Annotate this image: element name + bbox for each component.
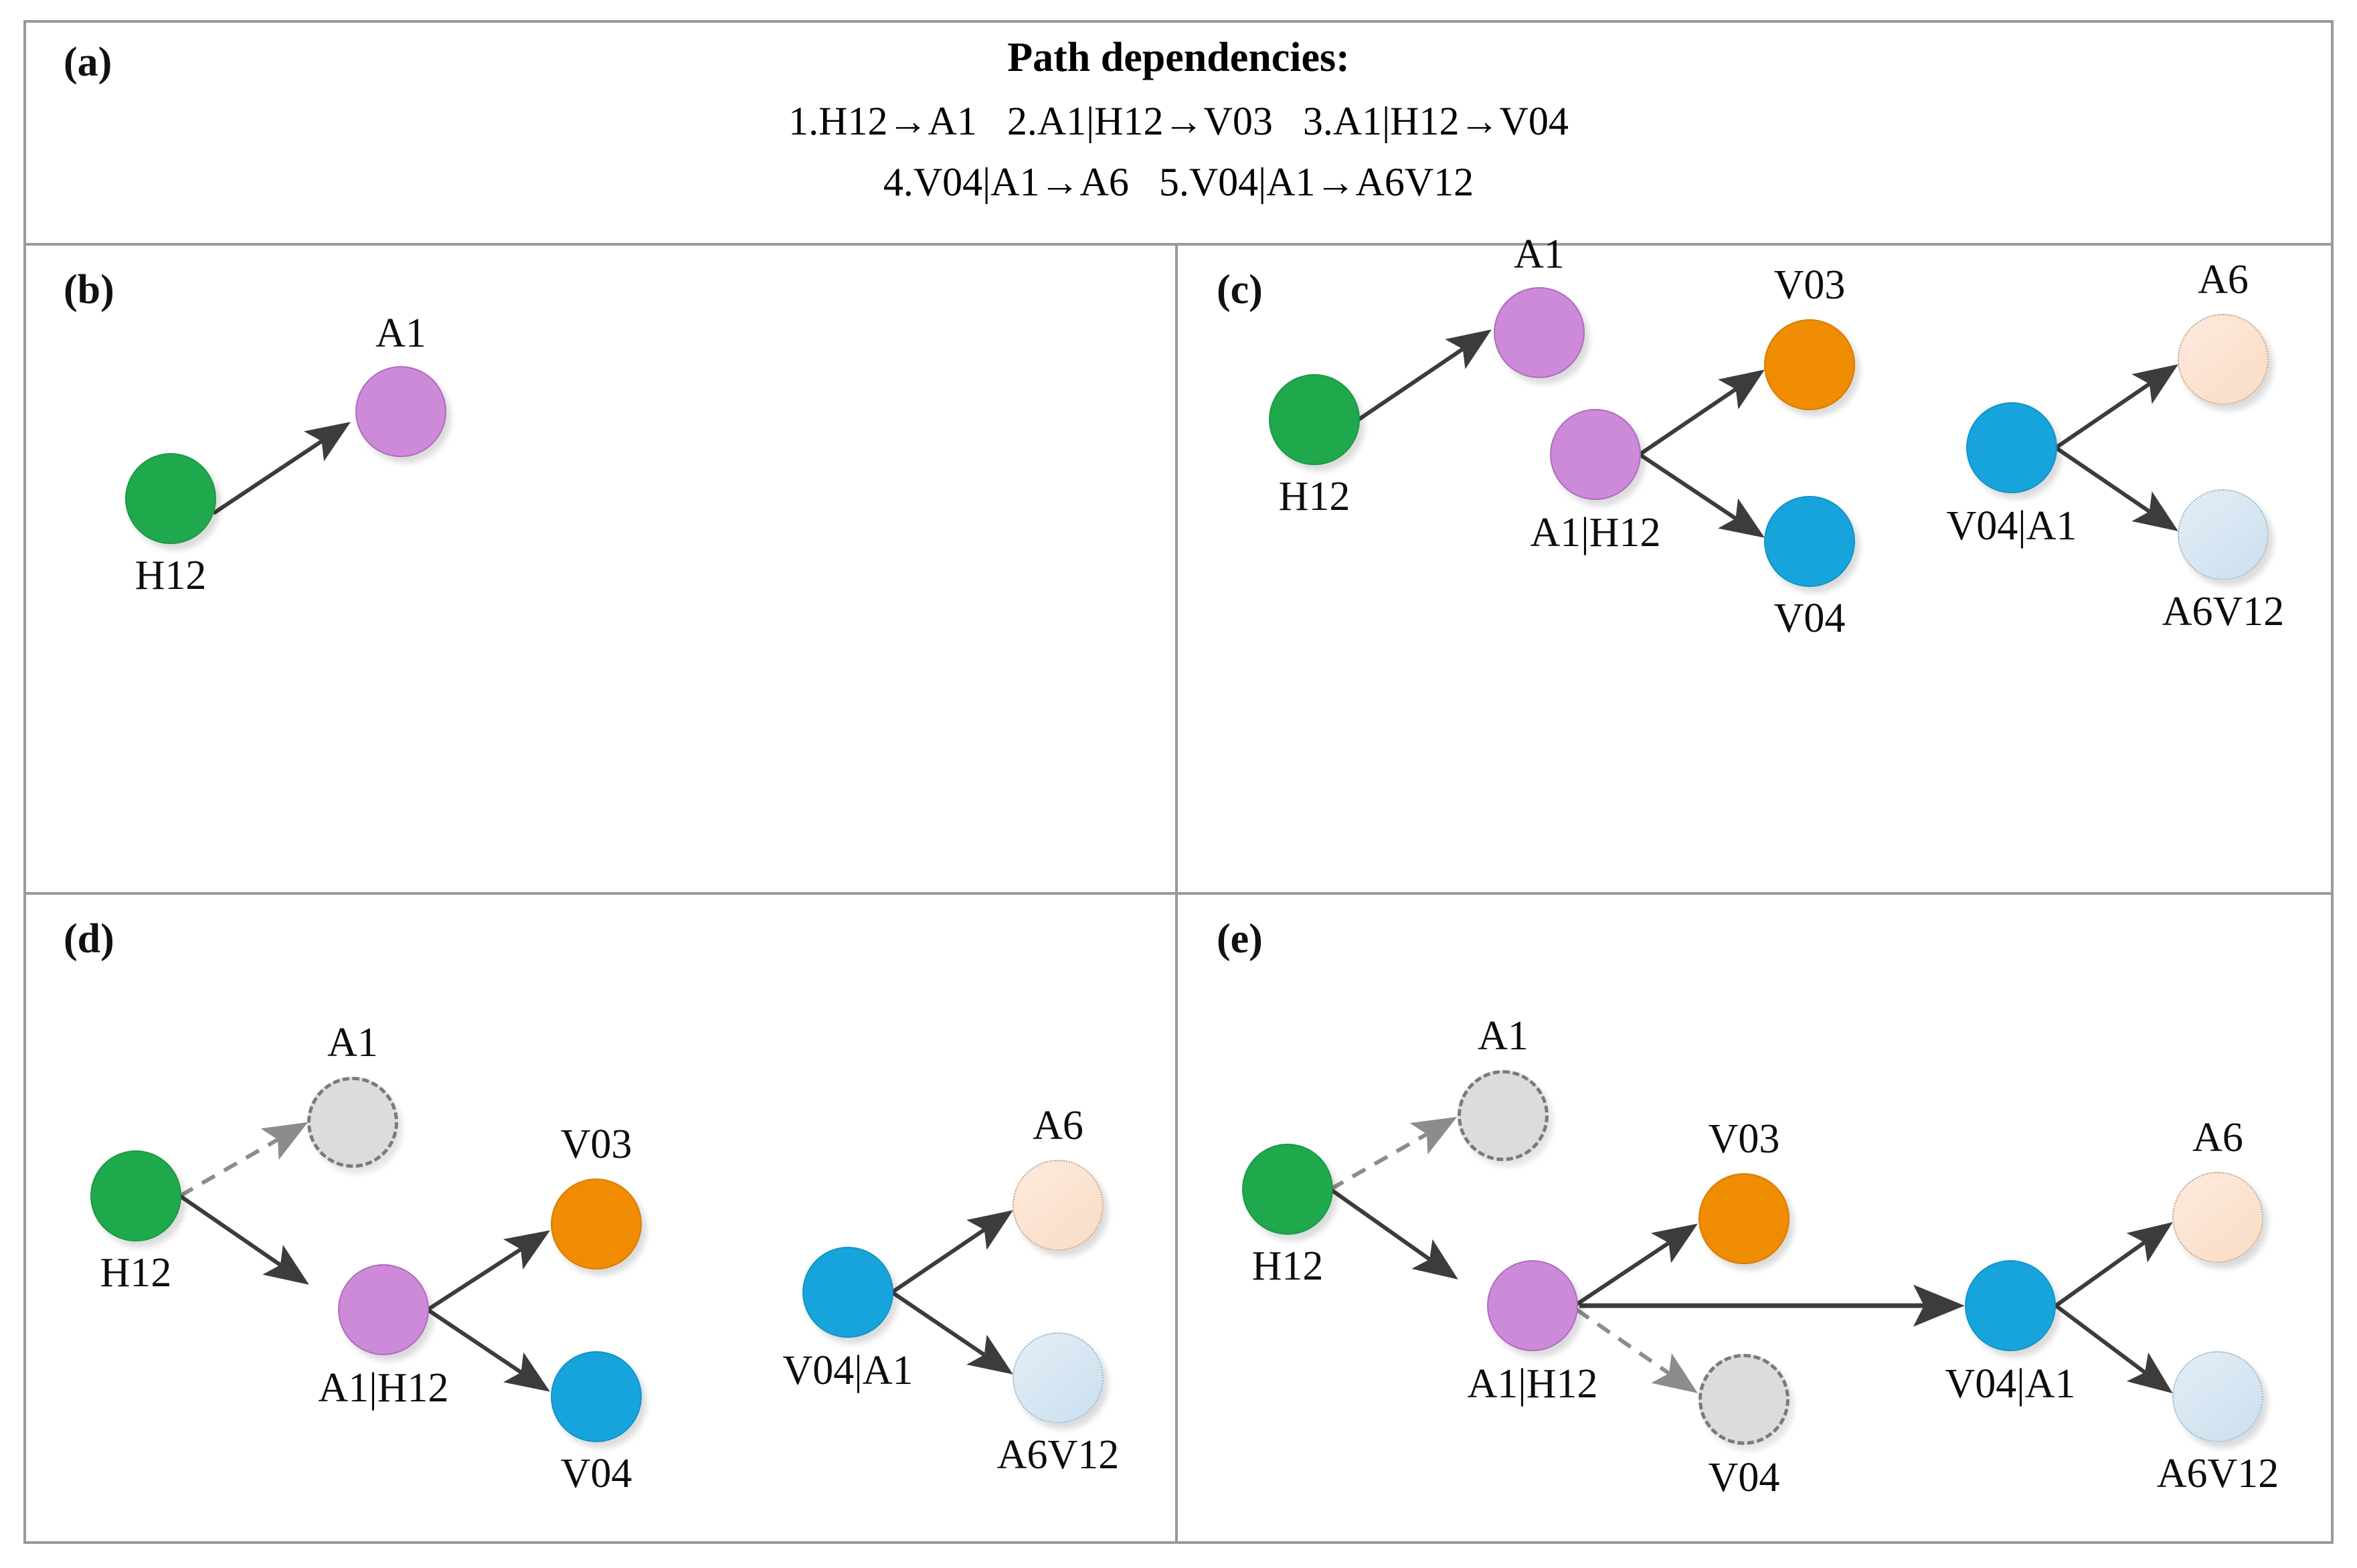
panel-b: H12 A1 <box>23 246 1175 892</box>
node-label-v04: V04 <box>1773 596 1846 641</box>
node-a1-given-h12[interactable] <box>1550 409 1641 500</box>
node-label-v04: V04 <box>1708 1455 1780 1500</box>
edge-v04a1-to-a6 <box>2055 1222 2173 1308</box>
node-label-v03: V03 <box>560 1122 632 1167</box>
node-label-h12: H12 <box>1278 474 1350 519</box>
node-a1-given-h12[interactable] <box>338 1264 429 1355</box>
edge-h12-to-a1-dashed <box>179 1122 309 1198</box>
node-label-a1-given-h12: A1|H12 <box>318 1365 449 1411</box>
panel-label-d: (d) <box>64 916 114 962</box>
node-a1[interactable] <box>1494 287 1585 378</box>
edge-h12-to-a1h12 <box>1329 1187 1458 1280</box>
node-label-v04-given-a1: V04|A1 <box>1946 503 2077 549</box>
node-v04-given-a1[interactable] <box>802 1247 893 1338</box>
node-label-h12: H12 <box>1251 1243 1324 1289</box>
node-label-a6v12: A6V12 <box>996 1432 1120 1478</box>
node-label-a1-given-h12: A1|H12 <box>1530 510 1661 555</box>
node-label-h12: H12 <box>100 1250 172 1296</box>
panel-c-edges <box>1357 329 2178 538</box>
node-v03[interactable] <box>551 1179 642 1270</box>
panel-label-a: (a) <box>64 39 112 85</box>
node-label-a1: A1 <box>1478 1013 1529 1059</box>
node-label-a6: A6 <box>1033 1103 1083 1148</box>
node-label-v04: V04 <box>560 1451 632 1496</box>
node-label-a6: A6 <box>2192 1115 2243 1160</box>
node-a1-inactive[interactable] <box>307 1077 398 1168</box>
node-v03[interactable] <box>1764 319 1855 410</box>
panel-c: H12 A1 A1|H12 V03 V04 V04|A1 A6 A6V12 <box>1178 234 2334 892</box>
edge-a1h12-to-v03 <box>426 1230 551 1312</box>
node-h12[interactable] <box>125 453 216 544</box>
node-label-a6: A6 <box>2198 257 2249 302</box>
node-a6[interactable] <box>2178 314 2269 405</box>
node-label-a6v12: A6V12 <box>2162 589 2285 634</box>
node-label-a1: A1 <box>375 311 426 356</box>
edge-a1h12-to-v03 <box>1638 369 1765 456</box>
edge-v04a1-to-a6 <box>891 1210 1013 1294</box>
node-h12[interactable] <box>90 1150 181 1241</box>
node-v04[interactable] <box>551 1351 642 1442</box>
edge-h12-to-a1 <box>1357 329 1492 422</box>
node-h12[interactable] <box>1269 374 1360 465</box>
edge-h12-to-a1h12 <box>179 1194 309 1285</box>
node-v04-given-a1[interactable] <box>1966 402 2057 493</box>
node-label-v04-given-a1: V04|A1 <box>1945 1361 2076 1407</box>
node-label-v03: V03 <box>1708 1116 1780 1162</box>
node-label-a1: A1 <box>327 1020 378 1065</box>
node-a1-given-h12[interactable] <box>1487 1260 1578 1351</box>
node-a6[interactable] <box>1013 1160 1104 1251</box>
node-label-h12: H12 <box>135 553 207 598</box>
node-v04-inactive[interactable] <box>1698 1354 1789 1445</box>
divider-column <box>1175 243 1178 1544</box>
node-label-a1: A1 <box>1514 232 1565 277</box>
node-a1-inactive[interactable] <box>1458 1070 1549 1161</box>
panel-d: H12 A1 A1|H12 V03 V04 V04|A1 A6 A6V12 <box>23 895 1175 1544</box>
panel-label-e: (e) <box>1217 916 1263 962</box>
panel-label-b: (b) <box>64 267 114 313</box>
node-v04[interactable] <box>1764 496 1855 587</box>
node-a6v12[interactable] <box>2172 1351 2263 1442</box>
node-a6v12[interactable] <box>1013 1332 1104 1423</box>
edge-a1h12-to-v03 <box>1575 1223 1698 1306</box>
node-label-v03: V03 <box>1773 262 1846 308</box>
node-label-a6v12: A6V12 <box>2156 1451 2279 1496</box>
divider-row-b-d <box>23 892 2334 895</box>
edge-h12-to-a1-dashed <box>1329 1116 1458 1191</box>
panel-e: H12 A1 A1|H12 V03 V04 V04|A1 A6 A6V12 <box>1178 895 2334 1544</box>
edge-v04a1-to-a6 <box>2055 364 2178 450</box>
edge-h12-to-a1 <box>212 422 351 515</box>
node-label-a1-given-h12: A1|H12 <box>1467 1361 1598 1407</box>
node-a6v12[interactable] <box>2178 489 2269 580</box>
node-v04-given-a1[interactable] <box>1965 1260 2056 1351</box>
node-a6[interactable] <box>2172 1172 2263 1263</box>
divider-row-a-b <box>23 243 2334 246</box>
node-label-v04-given-a1: V04|A1 <box>782 1348 913 1393</box>
node-v03[interactable] <box>1698 1173 1789 1264</box>
panel-label-c: (c) <box>1217 267 1263 313</box>
node-a1[interactable] <box>355 366 446 457</box>
node-h12[interactable] <box>1242 1144 1333 1235</box>
